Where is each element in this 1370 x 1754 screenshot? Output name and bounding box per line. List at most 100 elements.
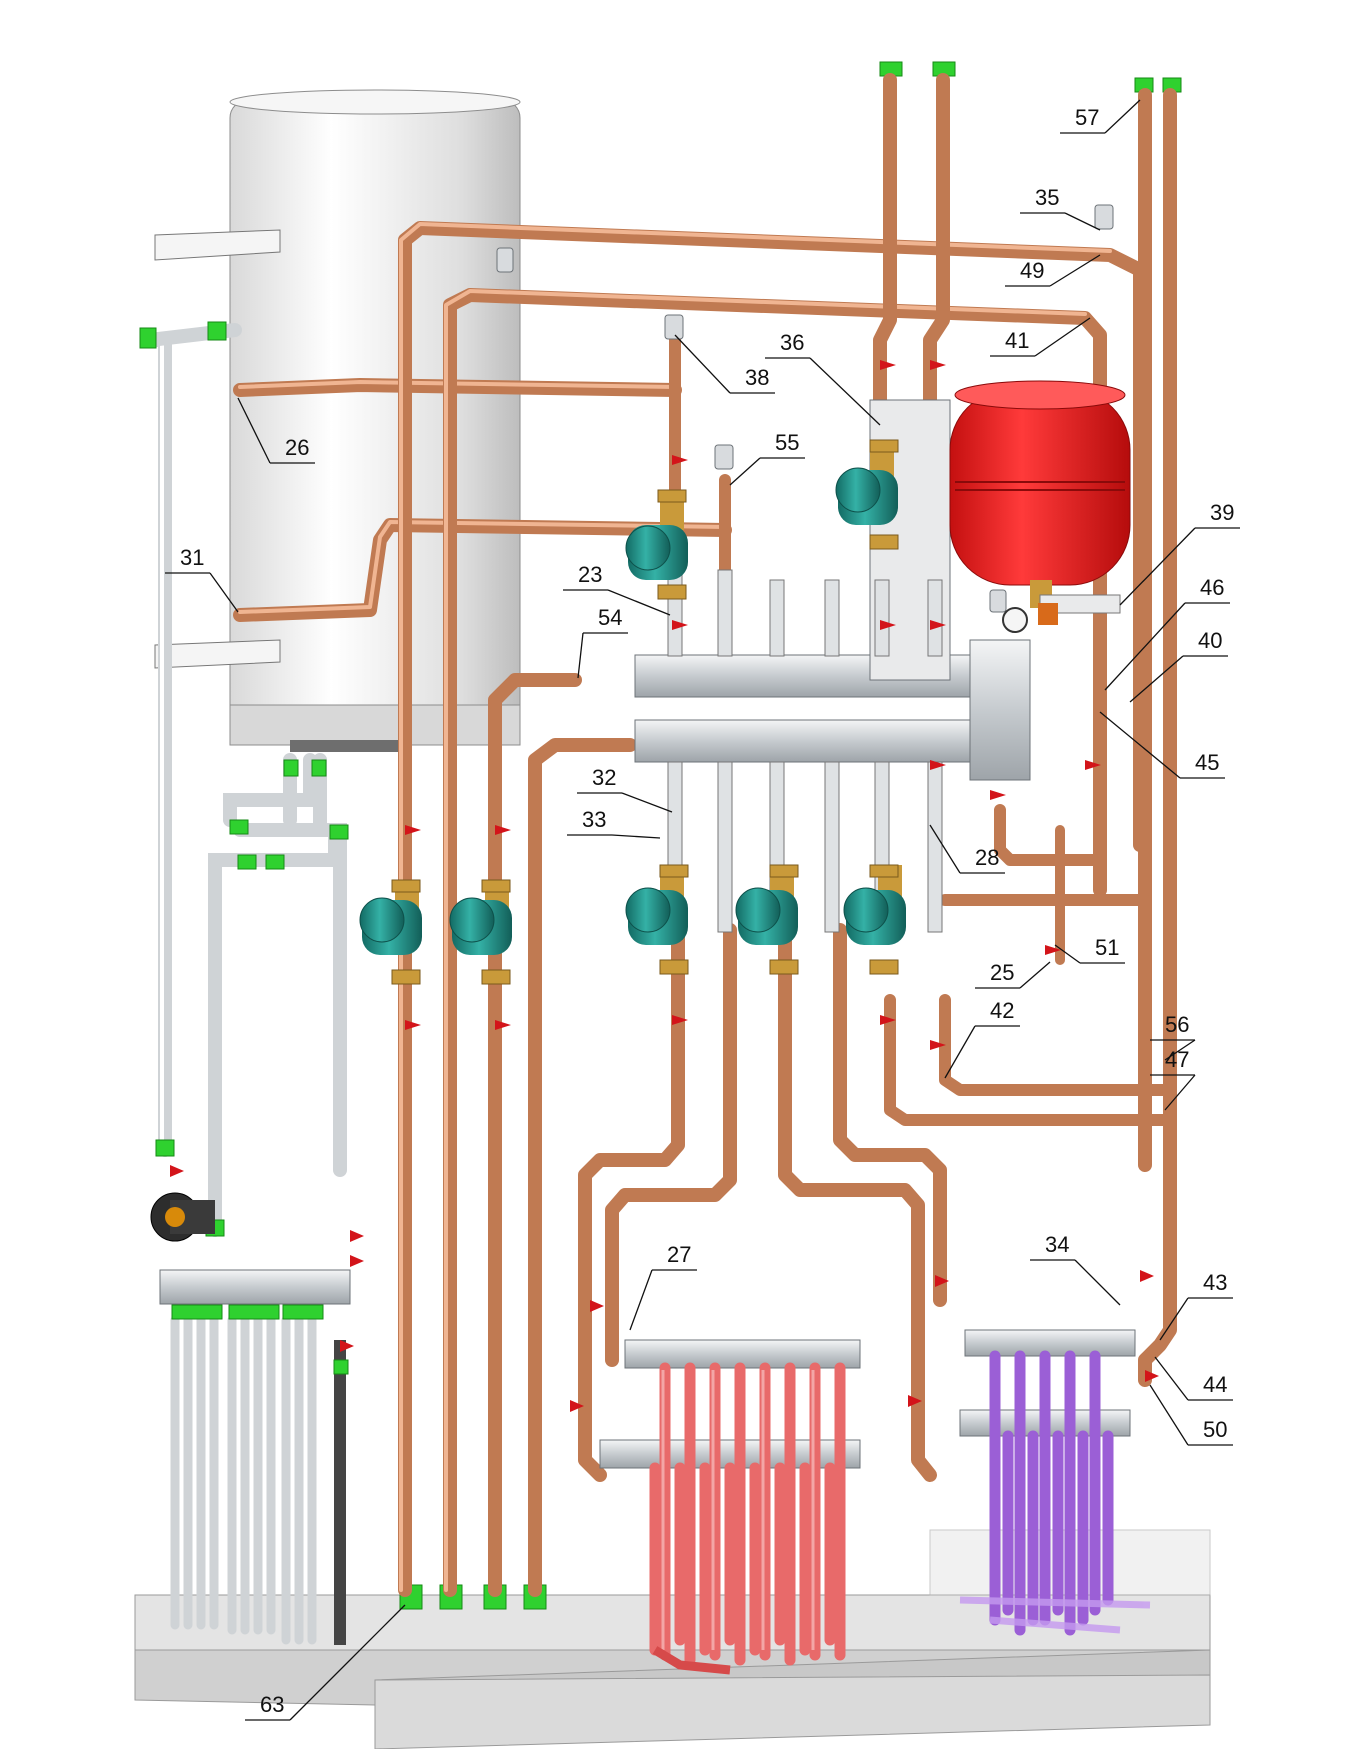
- callout-32: 32: [577, 765, 673, 813]
- callout-leader: [1159, 1297, 1189, 1341]
- callout-number: 51: [1095, 935, 1119, 960]
- callout-leader: [1034, 317, 1091, 357]
- callout-44: 44: [1154, 1356, 1233, 1401]
- callout-number: 23: [578, 562, 602, 587]
- callout-43: 43: [1159, 1270, 1233, 1341]
- callout-number: 46: [1200, 575, 1224, 600]
- callout-number: 35: [1035, 185, 1059, 210]
- callout-leader: [809, 357, 881, 426]
- callout-leader: [1164, 1039, 1196, 1061]
- callout-number: 25: [990, 960, 1014, 985]
- callout-leader: [1054, 944, 1081, 964]
- callout-number: 44: [1203, 1372, 1227, 1397]
- callout-number: 28: [975, 845, 999, 870]
- cold-manifold: [150, 1192, 351, 1305]
- callout-leader: [209, 572, 239, 613]
- callout-26: 26: [237, 397, 315, 464]
- callout-number: 55: [775, 430, 799, 455]
- callout-33: 33: [567, 807, 661, 839]
- pressure-gauge-icon: [1002, 603, 1058, 633]
- callout-leader: [621, 792, 673, 813]
- wall-bracket: [154, 229, 281, 669]
- callout-leader: [929, 824, 961, 874]
- underfloor-manifold: [959, 1329, 1151, 1636]
- callout-51: 51: [1054, 935, 1125, 964]
- callout-23: 23: [563, 562, 671, 616]
- callout-leader: [1104, 99, 1141, 134]
- callout-35: 35: [1020, 185, 1101, 231]
- callout-number: 47: [1165, 1047, 1189, 1072]
- callout-number: 63: [260, 1692, 284, 1717]
- callout-number: 45: [1195, 750, 1219, 775]
- callout-number: 49: [1020, 258, 1044, 283]
- callout-leader: [1099, 711, 1181, 779]
- callout-leader: [1149, 1384, 1189, 1446]
- callout-leader: [629, 1269, 653, 1331]
- heating-manifold: [599, 1339, 861, 1675]
- callout-leader: [289, 1604, 406, 1721]
- callout-56: 56: [1150, 1012, 1196, 1061]
- callout-42: 42: [944, 998, 1020, 1079]
- callout-number: 40: [1198, 628, 1222, 653]
- callout-63: 63: [245, 1604, 406, 1721]
- brass-fittings: [391, 439, 899, 985]
- callout-leader: [607, 589, 671, 616]
- callout-leader: [729, 457, 761, 486]
- callout-number: 57: [1075, 105, 1099, 130]
- callout-number: 27: [667, 1242, 691, 1267]
- callout-40: 40: [1129, 628, 1228, 703]
- callout-55: 55: [729, 430, 805, 486]
- callout-leader: [944, 1025, 976, 1079]
- callout-labels: 23 25 26 27 28 31 32 33 34 35 36 38 39 40 41 42 43 44 45 46…: [165, 99, 1240, 1721]
- callout-number: 43: [1203, 1270, 1227, 1295]
- callout-number: 56: [1165, 1012, 1189, 1037]
- air-vent-icon: [496, 204, 1114, 613]
- callout-leader: [577, 632, 584, 679]
- callout-number: 41: [1005, 328, 1029, 353]
- callout-leader: [1019, 961, 1051, 989]
- callout-number: 38: [745, 365, 769, 390]
- callout-number: 32: [592, 765, 616, 790]
- callout-38: 38: [674, 334, 775, 394]
- callout-number: 31: [180, 545, 204, 570]
- callout-leader: [674, 334, 731, 394]
- callout-27: 27: [629, 1242, 697, 1331]
- callout-leader: [1129, 655, 1184, 703]
- header-branches: [667, 569, 943, 933]
- callout-number: 34: [1045, 1232, 1069, 1257]
- callout-25: 25: [975, 960, 1051, 989]
- callout-45: 45: [1099, 711, 1225, 779]
- callout-41: 41: [990, 317, 1091, 357]
- callout-number: 50: [1203, 1417, 1227, 1442]
- callout-50: 50: [1149, 1384, 1233, 1446]
- callout-leader: [611, 834, 661, 839]
- callout-leader: [1049, 254, 1101, 287]
- callout-49: 49: [1005, 254, 1101, 287]
- ball-valve-icon: [170, 1165, 364, 1352]
- callout-leader: [237, 397, 271, 464]
- callout-46: 46: [1104, 575, 1230, 691]
- callout-36: 36: [765, 330, 881, 426]
- expansion-vessel-icon: [949, 380, 1131, 614]
- callout-leader: [1119, 527, 1196, 606]
- callout-number: 54: [598, 605, 622, 630]
- callout-number: 39: [1210, 500, 1234, 525]
- callout-number: 36: [780, 330, 804, 355]
- callout-leader: [1074, 1259, 1121, 1306]
- ball-valve-icon: [405, 360, 1159, 1412]
- callout-28: 28: [929, 824, 1005, 874]
- callout-47: 47: [1150, 1047, 1196, 1111]
- callout-number: 26: [285, 435, 309, 460]
- callout-leader: [1164, 1074, 1196, 1111]
- callout-number: 33: [582, 807, 606, 832]
- callout-54: 54: [577, 605, 628, 679]
- callout-number: 42: [990, 998, 1014, 1023]
- callout-leader: [1154, 1356, 1189, 1401]
- callout-31: 31: [165, 545, 239, 613]
- callout-57: 57: [1060, 99, 1141, 134]
- callout-39: 39: [1119, 500, 1240, 606]
- callout-leader: [1104, 602, 1186, 691]
- callout-leader: [1064, 212, 1101, 231]
